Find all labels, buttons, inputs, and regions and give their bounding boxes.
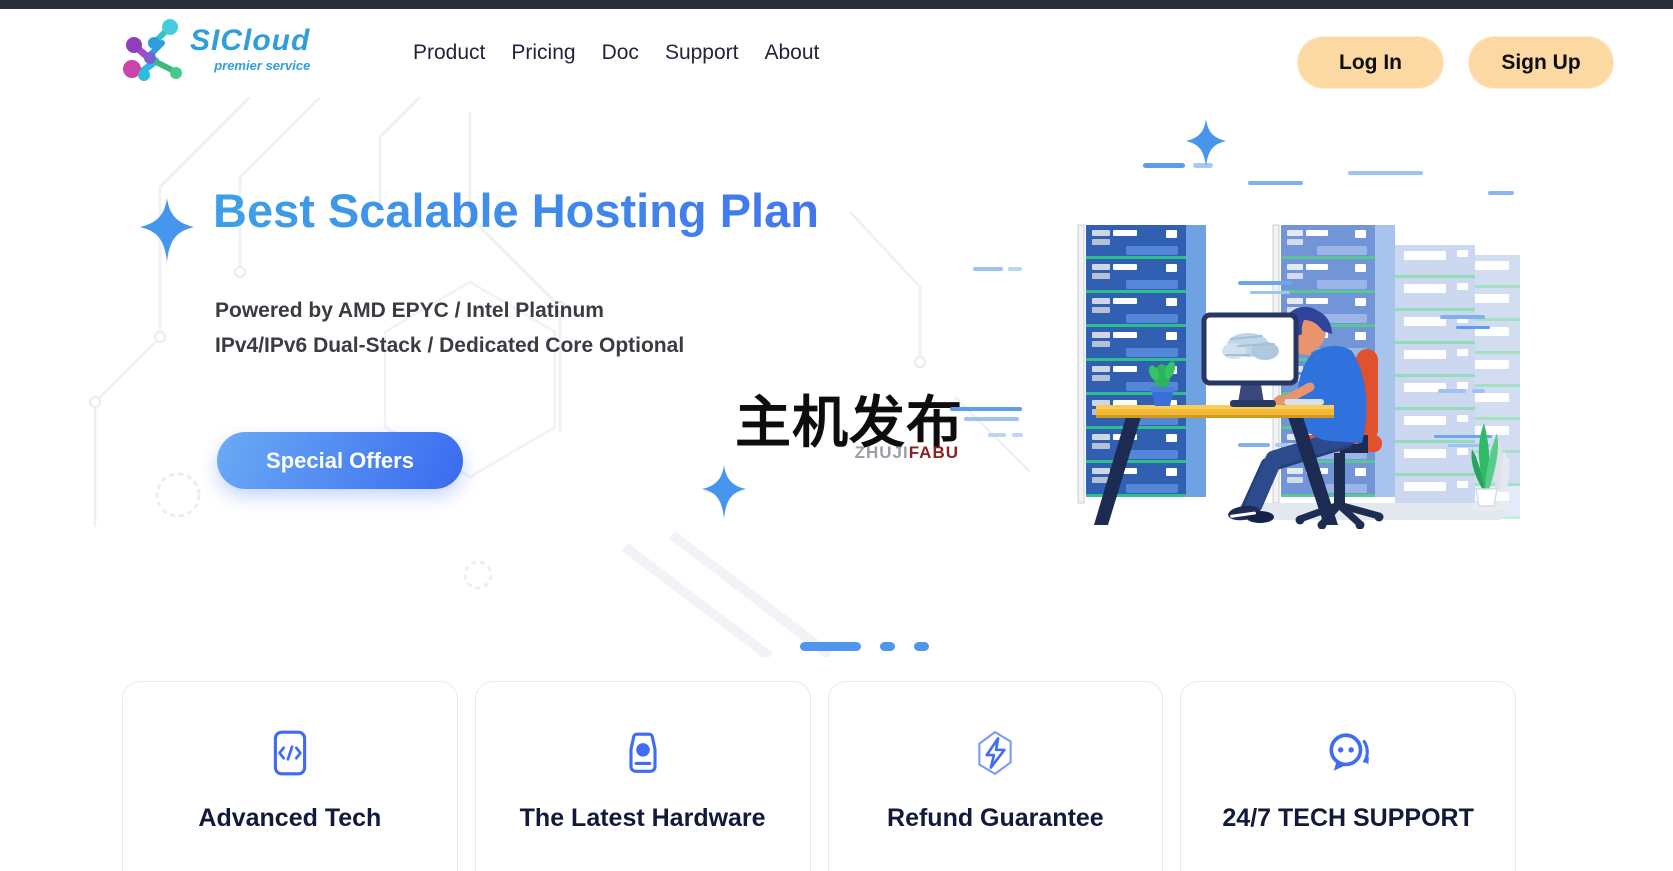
code-icon	[273, 730, 307, 776]
feature-title: The Latest Hardware	[519, 804, 766, 832]
lightning-hexagon-icon	[978, 730, 1013, 776]
watermark-chinese: 主机发布	[735, 391, 963, 454]
feature-title: Advanced Tech	[198, 804, 382, 832]
hard-drive-icon	[629, 732, 657, 773]
feature-card-latest-hardware: The Latest Hardware	[474, 681, 811, 871]
feature-card-refund-guarantee: Refund Guarantee	[827, 681, 1164, 871]
carousel-indicator[interactable]	[880, 642, 895, 651]
top-dark-strip	[0, 0, 1673, 9]
carousel-indicators	[800, 642, 929, 651]
sparkle-icon	[140, 198, 194, 262]
carousel-indicator-active[interactable]	[800, 642, 861, 651]
watermark: 主机发布 ZHUJIFABU	[735, 393, 963, 463]
watermark-latin: ZHUJIFABU	[854, 443, 959, 462]
signup-button[interactable]: Sign Up	[1468, 36, 1614, 89]
main-nav: Product Pricing Doc Support About	[413, 9, 819, 97]
feature-card-tech-support: 24/7 TECH SUPPORT	[1180, 681, 1516, 871]
hero-section: Best Scalable Hosting Plan Powered by AM…	[0, 97, 1673, 657]
header: SICloud premier service Product Pricing …	[0, 9, 1673, 97]
logo[interactable]: SICloud premier service	[120, 17, 310, 81]
hero-subtitle-line1: Powered by AMD EPYC / Intel Platinum	[215, 299, 604, 322]
chat-bubble-icon	[1329, 733, 1369, 771]
feature-card-advanced-tech: Advanced Tech	[122, 681, 458, 871]
server-room-illustration	[950, 119, 1520, 529]
nav-item-product[interactable]: Product	[413, 41, 486, 64]
nav-item-support[interactable]: Support	[664, 41, 739, 64]
hero-subtitle: Powered by AMD EPYC / Intel Platinum IPv…	[215, 293, 684, 363]
carousel-indicator[interactable]	[914, 642, 929, 651]
sparkle-icon	[702, 465, 746, 519]
special-offers-button[interactable]: Special Offers	[217, 432, 463, 489]
hero-subtitle-line2: IPv4/IPv6 Dual-Stack / Dedicated Core Op…	[215, 334, 685, 357]
circuit-pattern-background	[89, 97, 1031, 657]
feature-title: Refund Guarantee	[887, 804, 1104, 832]
molecule-logo-icon	[123, 19, 182, 81]
nav-item-pricing[interactable]: Pricing	[511, 41, 576, 64]
nav-item-doc[interactable]: Doc	[601, 41, 639, 64]
logo-text: SICloud premier service	[190, 23, 311, 73]
hero-title: Best Scalable Hosting Plan	[213, 184, 819, 237]
nav-item-about[interactable]: About	[764, 41, 820, 64]
feature-title: 24/7 TECH SUPPORT	[1222, 804, 1474, 832]
brand-name: SICloud	[190, 23, 311, 57]
login-button[interactable]: Log In	[1297, 36, 1444, 89]
brand-tagline: premier service	[214, 57, 311, 73]
feature-cards: Advanced Tech The Latest Hardware Refund…	[122, 681, 1516, 871]
